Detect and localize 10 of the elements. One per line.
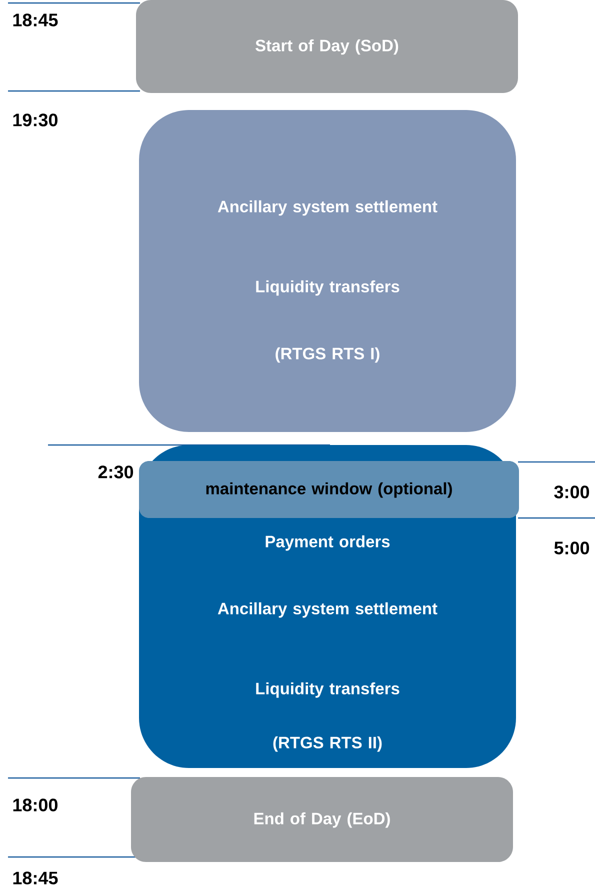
time-label: 2:30 bbox=[98, 466, 134, 478]
time-label: 18:45 bbox=[13, 14, 58, 26]
time-label: 18:45 bbox=[13, 872, 58, 884]
time-label: 3:00 bbox=[554, 486, 590, 498]
time-label: 18:00 bbox=[13, 798, 58, 812]
time-label: 5:00 bbox=[554, 542, 590, 554]
phase-box: Start of Day (SoD) bbox=[136, 0, 518, 93]
time-label: 19:30 bbox=[13, 114, 58, 126]
phase-box: End of Day (EoD) bbox=[131, 777, 513, 862]
phase-box: Ancillary system settlement Liquidity transfers (RTGS RTS I) bbox=[139, 110, 516, 432]
